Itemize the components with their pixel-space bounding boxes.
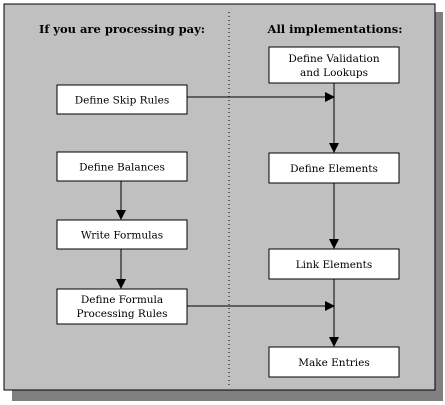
step-label-line1: Define Formula xyxy=(81,294,163,306)
step-define-validation-and-lookups: Define Validation and Lookups xyxy=(268,46,400,84)
step-link-elements: Link Elements xyxy=(268,248,400,280)
step-label-line2: Processing Rules xyxy=(76,308,167,320)
step-label: Link Elements xyxy=(296,259,373,271)
step-define-balances: Define Balances xyxy=(56,151,188,182)
step-define-elements: Define Elements xyxy=(268,152,400,184)
left-column-heading: If you are processing pay: xyxy=(39,22,205,36)
step-label: Write Formulas xyxy=(81,230,163,242)
step-make-entries: Make Entries xyxy=(268,346,400,378)
step-define-skip-rules: Define Skip Rules xyxy=(56,84,188,115)
right-column-heading: All implementations: xyxy=(267,22,403,36)
step-label: Make Entries xyxy=(298,357,370,369)
step-define-formula-processing-rules: Define Formula Processing Rules xyxy=(56,288,188,325)
step-label: Define Elements xyxy=(290,163,378,175)
step-label-line2: and Lookups xyxy=(300,67,368,79)
step-label: Define Balances xyxy=(79,162,165,174)
step-label: Define Skip Rules xyxy=(75,95,170,107)
step-label-line1: Define Validation xyxy=(288,53,379,65)
step-write-formulas: Write Formulas xyxy=(56,219,188,250)
